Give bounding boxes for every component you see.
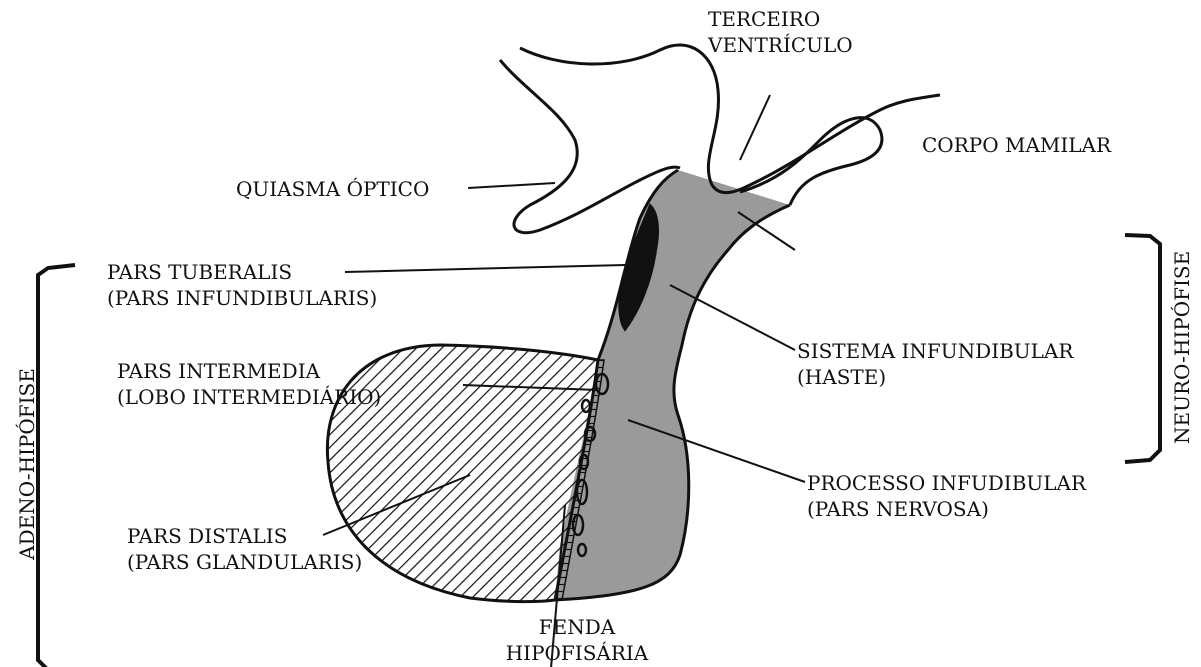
label-pars-intermedia-line2: (LOBO INTERMEDIÁRIO) [117,384,381,410]
label-corpo-mamilar: CORPO MAMILAR [922,132,1111,158]
label-processo-infundibular: PROCESSO INFUDIBULAR (PARS NERVOSA) [807,470,1086,522]
label-sistema-line2: (HASTE) [797,364,1073,390]
label-pars-tuberalis-line1: PARS TUBERALIS [107,259,377,285]
label-fenda-hipofisaria: FENDA HIPOFISÁRIA [492,614,662,666]
label-fenda: FENDA [492,614,662,640]
label-ventriculo: VENTRÍCULO [708,32,853,58]
mamillary-outline [740,118,882,205]
label-pars-intermedia: PARS INTERMEDIA (LOBO INTERMEDIÁRIO) [117,358,381,410]
label-terceiro: TERCEIRO [708,6,853,32]
label-pars-tuberalis: PARS TUBERALIS (PARS INFUNDIBULARIS) [107,259,377,311]
neuro-bracket [1125,235,1160,462]
label-pars-distalis-line2: (PARS GLANDULARIS) [127,549,362,575]
label-pars-tuberalis-line2: (PARS INFUNDIBULARIS) [107,285,377,311]
label-sistema-line1: SISTEMA INFUNDIBULAR [797,338,1073,364]
ventricle-outline [520,45,940,193]
label-sistema-infundibular: SISTEMA INFUNDIBULAR (HASTE) [797,338,1073,390]
adeno-bracket [38,265,75,667]
label-adeno-hipofise: ADENO-HIPÓFISE [15,364,39,564]
label-processo-line2: (PARS NERVOSA) [807,496,1086,522]
label-quiasma-optico: QUIASMA ÓPTICO [236,176,429,202]
label-hipofisaria: HIPOFISÁRIA [492,640,662,666]
label-pars-intermedia-line1: PARS INTERMEDIA [117,358,381,384]
label-pars-distalis: PARS DISTALIS (PARS GLANDULARIS) [127,523,362,575]
label-terceiro-ventriculo: TERCEIRO VENTRÍCULO [708,6,853,58]
label-pars-distalis-line1: PARS DISTALIS [127,523,362,549]
label-neuro-hipofise: NEURO-HIPÓFISE [1170,254,1194,444]
label-processo-line1: PROCESSO INFUDIBULAR [807,470,1086,496]
